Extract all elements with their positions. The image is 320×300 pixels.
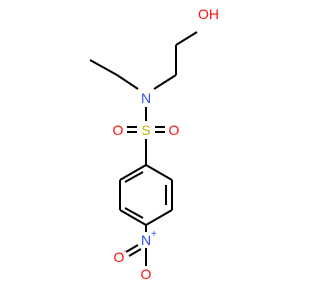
atom-label-sulfonyl-o-right: O xyxy=(169,122,180,138)
bond-ch2-oh xyxy=(175,31,198,46)
bond-nitro-o-left-2 xyxy=(128,248,142,257)
bond-ethyl-ch2-n xyxy=(116,74,139,90)
ring-double-2 xyxy=(124,207,144,219)
molecule-structure: OH N S O O N + O - O xyxy=(89,6,219,282)
atom-label-nitro-n: N xyxy=(141,232,151,248)
charge-nitro-n: + xyxy=(151,229,157,240)
ring-bond-3 xyxy=(145,209,173,226)
charge-nitro-o-left: - xyxy=(124,246,127,257)
atom-label-nitro-o-left: O xyxy=(114,249,125,265)
atom-label-sulfonyl-o-left: O xyxy=(113,122,124,138)
ring-bond-6 xyxy=(119,164,147,181)
bond-ethyl-ch3-ch2 xyxy=(89,59,118,76)
atom-label-sulfur: S xyxy=(141,122,150,138)
atom-label-nitro-o-bottom: O xyxy=(141,266,152,282)
ring-bond-4 xyxy=(119,209,147,226)
ring-bond-1 xyxy=(145,164,173,181)
bond-n-ch2 xyxy=(153,74,177,90)
atom-label-hydroxyl: OH xyxy=(198,6,219,22)
ring-double-3 xyxy=(124,171,144,183)
atom-label-amine-n: N xyxy=(141,90,151,106)
bond-nitro-o-left-1 xyxy=(125,244,139,253)
